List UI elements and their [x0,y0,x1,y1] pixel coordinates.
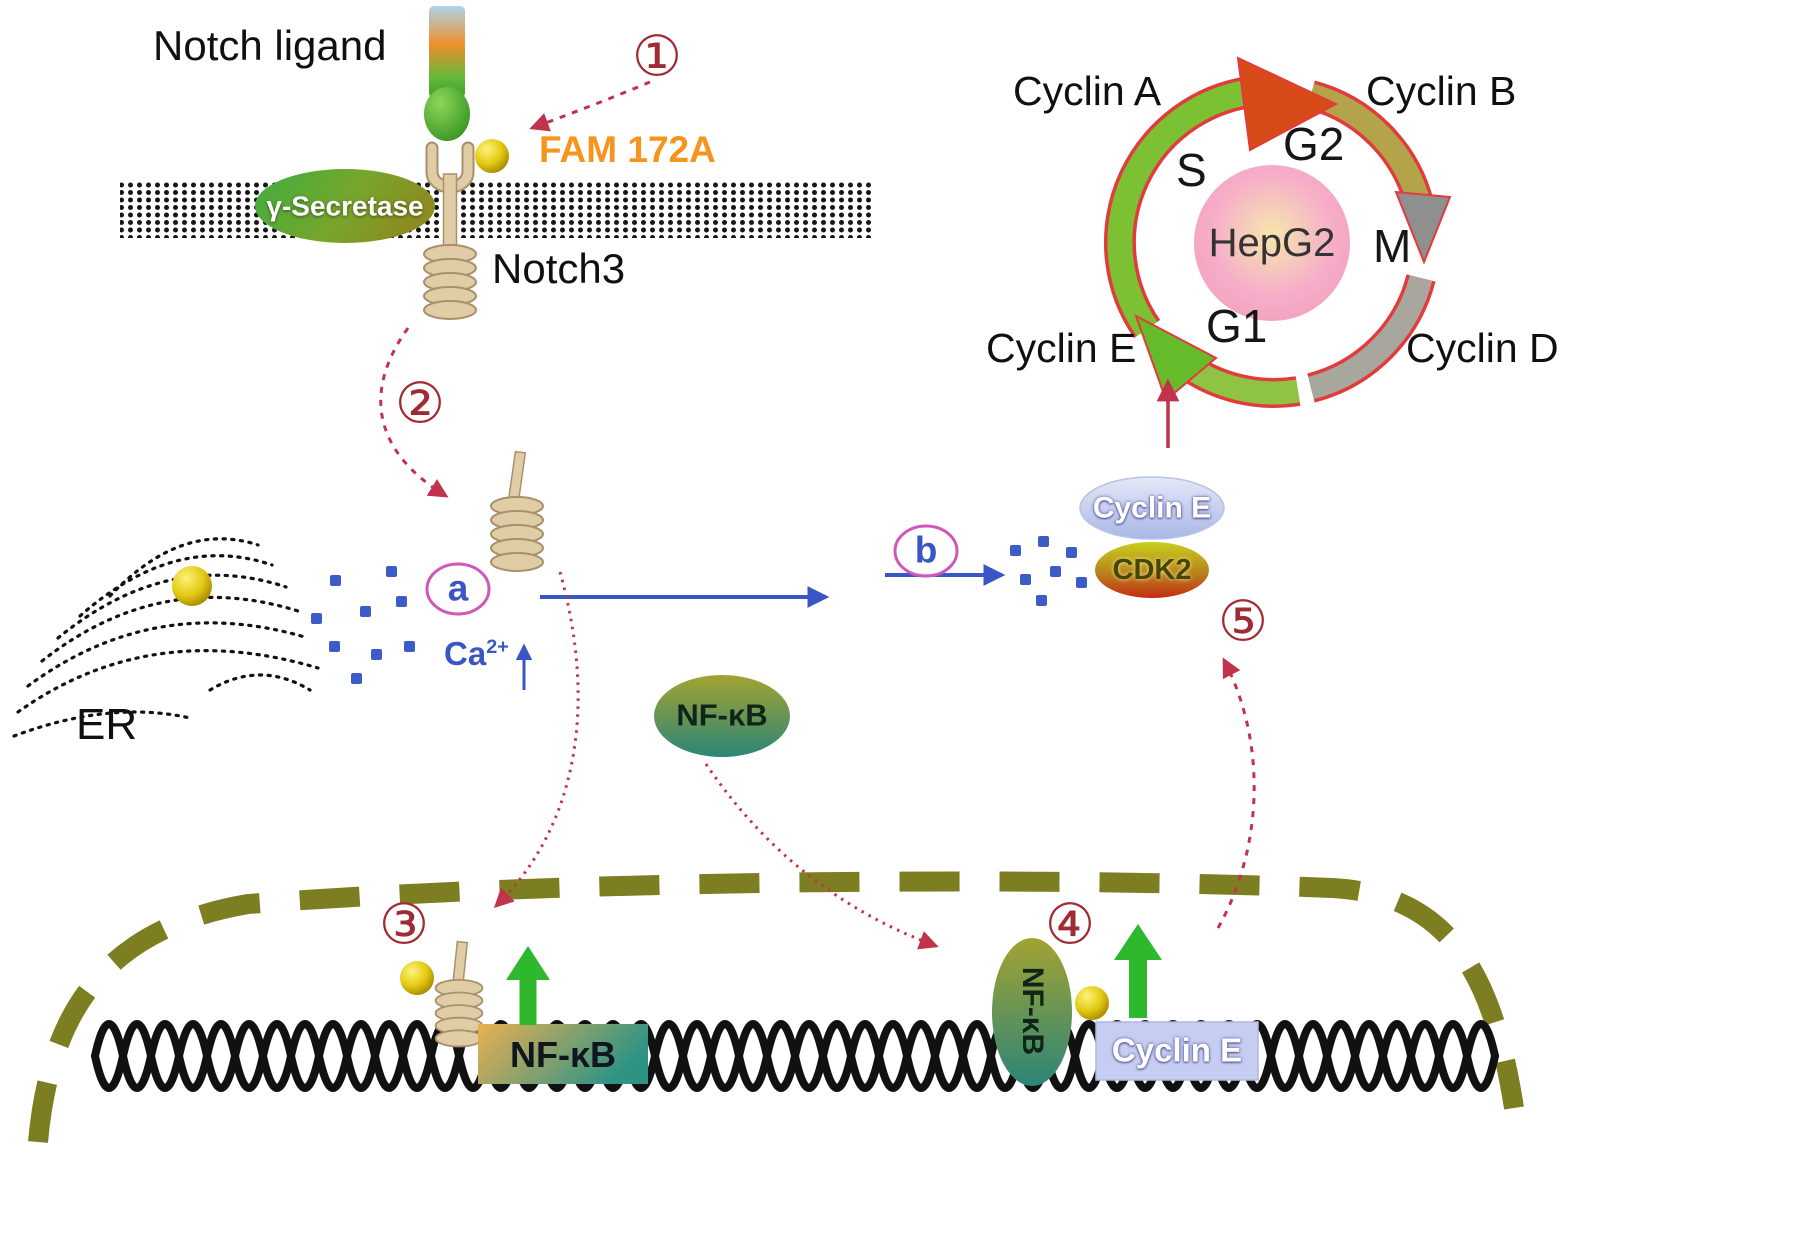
cyclin-e-complex-oval [1079,476,1225,540]
calcium-ions-cluster-2 [1010,536,1087,606]
nuclear-membrane-dashed [28,871,1524,1143]
cyclin-e-gene-label: Cyclin E [1111,1031,1243,1069]
dna-double-helix [91,1020,1499,1092]
cyclin-e-complex-label: Cyclin E [1092,491,1212,525]
fam172a-ball-nucleus-3 [400,961,434,995]
phase-s-label: S [1176,144,1207,196]
cdk2-label: CDK2 [1112,553,1192,586]
g2-arrowhead [1236,56,1339,152]
fam172a-label: FAM 172A [539,129,716,170]
notch3-label: Notch3 [492,245,626,292]
step3-arrow [493,571,580,909]
cell-cycle-wheel [1103,56,1452,408]
step-3-badge: ③ [378,892,430,958]
fam172a-ball-er [172,566,212,606]
gamma-secretase-enzyme [255,169,435,243]
phase-g1-label: G1 [1206,300,1268,352]
nicd-cytoplasm [490,450,544,572]
calcium-charge: 2+ [486,636,509,658]
upregulation-arrow-cycline [1114,924,1162,1018]
cyclin-e-cycle-label: Cyclin E [986,325,1137,371]
phase-g2-label: G2 [1283,118,1345,170]
notch-ligand-label: Notch ligand [153,22,387,69]
site-a-label: a [447,567,469,609]
nfkb-gene-box [478,1024,648,1084]
gamma-secretase-label: γ-Secretase [266,190,424,222]
site-b-label: b [914,529,938,571]
nfkb-tf-vertical-label: NF-κB [1015,966,1049,1056]
er-organelle [12,537,320,738]
site-b-oval [893,524,959,578]
step-5-badge: ⑤ [1217,589,1269,655]
step4-arrow [704,763,939,950]
nicd-nucleus [434,940,484,1048]
nfkb-tf-vertical-oval [992,938,1072,1086]
site-a-oval [425,562,491,616]
cyclin-a-label: Cyclin A [1013,68,1162,114]
hepg2-label: HepG2 [1208,221,1336,265]
cdk2-oval [1095,542,1209,598]
step-2-badge: ② [394,371,446,437]
step1-arrow [529,80,651,132]
cyclin-b-label: Cyclin B [1366,68,1517,114]
nfkb-gene-label: NF-κB [509,1034,617,1076]
notch-ligand-shape [424,6,470,141]
step2-arrow [379,327,449,498]
step-4-badge: ④ [1044,892,1096,958]
step-1-badge: ① [631,24,683,90]
notch3-receptor [423,141,477,320]
fam172a-protein-ball [475,139,509,173]
calcium-ions-cluster-1 [311,566,415,684]
phase-m-label: M [1373,220,1412,272]
g1-arrowhead [1134,313,1218,402]
upregulation-arrow-nfkb [506,946,550,1025]
plasma-membrane [120,180,872,238]
calcium-symbol: Ca [444,635,487,672]
fam172a-ball-nucleus-4 [1075,986,1109,1020]
calcium-label: Ca2+ [444,635,509,672]
nfkb-protein-oval [654,675,790,757]
nfkb-free-label: NF-κB [676,697,768,733]
m-arrowhead [1394,190,1452,265]
cyclin-e-gene-box [1095,1021,1259,1081]
er-label: ER [76,700,138,749]
hepg2-cell-circle [1194,165,1350,321]
cyclin-d-label: Cyclin D [1406,325,1559,371]
